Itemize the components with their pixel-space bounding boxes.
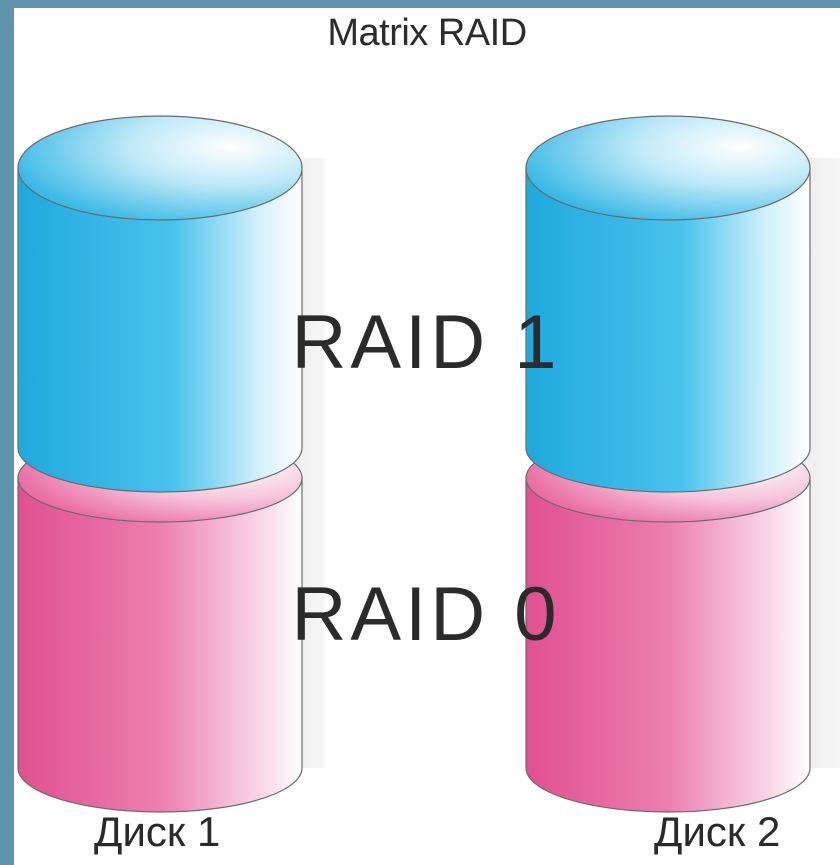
disk-1-label: Диск 1 (94, 808, 221, 855)
disk-2-raid1-segment (525, 167, 811, 493)
disk-1-raid1-segment (17, 167, 303, 493)
raid0-label: RAID 0 (292, 572, 561, 657)
diagram-title: Matrix RAID (327, 12, 527, 54)
disk-1-cylinder (17, 115, 324, 813)
disk-1-raid0-segment (17, 477, 303, 813)
slide-frame-top (0, 0, 840, 8)
disk-2-cylinder (525, 115, 840, 813)
disk-2-label: Диск 2 (654, 808, 781, 855)
raid1-label: RAID 1 (292, 300, 561, 385)
disk-1-raid1-top (17, 115, 303, 221)
diagram-canvas: Matrix RAID (14, 8, 840, 865)
disk-2-raid1-top (525, 115, 811, 221)
matrix-raid-diagram: RAID 1 RAID 0 (17, 115, 840, 813)
slide-frame-left (0, 0, 14, 865)
disk-2-raid0-segment (525, 477, 811, 813)
